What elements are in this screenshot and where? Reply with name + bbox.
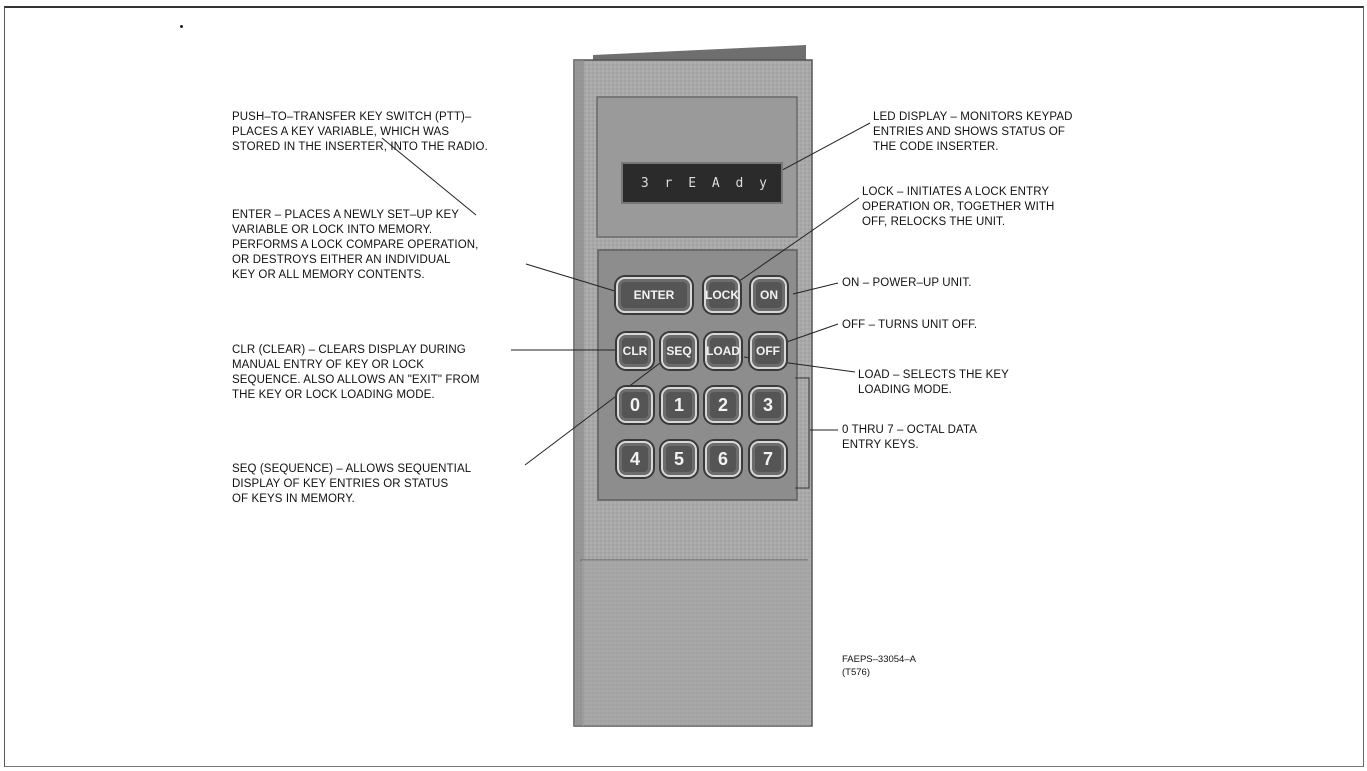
annotation-line: OPERATION OR, TOGETHER WITH	[862, 201, 1055, 213]
figure-id-line: FAEPS–33054–A	[842, 654, 916, 665]
annotation-line: CLR (CLEAR) – CLEARS DISPLAY DURING	[232, 344, 466, 356]
annotation-line: ENTRY KEYS.	[842, 439, 919, 451]
off-key[interactable]: OFF	[750, 333, 786, 369]
annotation-line: KEY OR ALL MEMORY CONTENTS.	[232, 269, 425, 281]
figure-frame	[4, 6, 1364, 767]
annotation-line: LED DISPLAY – MONITORS KEYPAD	[873, 111, 1073, 123]
digit-2-key[interactable]: 2	[705, 387, 741, 423]
figure-id: FAEPS–33054–A (T576)	[842, 653, 916, 679]
clr-key[interactable]: CLR	[617, 333, 653, 369]
speck	[180, 25, 183, 28]
annotation-clr: CLR (CLEAR) – CLEARS DISPLAY DURING MANU…	[232, 343, 480, 403]
annotation-line: LOADING MODE.	[858, 384, 952, 396]
digit-4-key[interactable]: 4	[617, 441, 653, 477]
annotation-line: VARIABLE OR LOCK INTO MEMORY.	[232, 224, 433, 236]
annotation-led: LED DISPLAY – MONITORS KEYPAD ENTRIES AN…	[873, 110, 1073, 155]
annotation-line: SEQ (SEQUENCE) – ALLOWS SEQUENTIAL	[232, 463, 472, 475]
digit-0-key[interactable]: 0	[617, 387, 653, 423]
annotation-enter: ENTER – PLACES A NEWLY SET–UP KEY VARIAB…	[232, 208, 478, 283]
figure-id-line: (T576)	[842, 667, 870, 678]
seq-key[interactable]: SEQ	[661, 333, 697, 369]
annotation-line: SEQUENCE. ALSO ALLOWS AN "EXIT" FROM	[232, 374, 480, 386]
annotation-seq: SEQ (SEQUENCE) – ALLOWS SEQUENTIAL DISPL…	[232, 462, 471, 507]
battery-section	[582, 560, 810, 726]
annotation-line: PUSH–TO–TRANSFER KEY SWITCH (PTT)–	[232, 111, 472, 123]
annotation-line: LOCK – INITIATES A LOCK ENTRY	[862, 186, 1050, 198]
led-display-text: 3 r E A d y	[640, 175, 771, 191]
annotation-line: LOAD – SELECTS THE KEY	[858, 369, 1009, 381]
annotation-line: MANUAL ENTRY OF KEY OR LOCK	[232, 359, 425, 371]
enter-key[interactable]: ENTER	[616, 277, 692, 313]
annotation-off: OFF – TURNS UNIT OFF.	[842, 318, 977, 333]
on-key[interactable]: ON	[751, 277, 787, 313]
annotation-line: THE KEY OR LOCK LOADING MODE.	[232, 389, 435, 401]
digit-1-key[interactable]: 1	[661, 387, 697, 423]
annotation-line: THE CODE INSERTER.	[873, 141, 999, 153]
annotation-line: 0 THRU 7 – OCTAL DATA	[842, 424, 978, 436]
annotation-line: STORED IN THE INSERTER, INTO THE RADIO.	[232, 141, 488, 153]
annotation-line: OFF – TURNS UNIT OFF.	[842, 319, 978, 331]
digit-3-key[interactable]: 3	[750, 387, 786, 423]
load-key[interactable]: LOAD	[705, 333, 741, 369]
digit-7-key[interactable]: 7	[750, 441, 786, 477]
digit-5-key[interactable]: 5	[661, 441, 697, 477]
annotation-load: LOAD – SELECTS THE KEY LOADING MODE.	[858, 368, 1009, 398]
annotation-digits: 0 THRU 7 – OCTAL DATA ENTRY KEYS.	[842, 423, 977, 453]
lock-key[interactable]: LOCK	[704, 277, 740, 313]
annotation-line: ON – POWER–UP UNIT.	[842, 277, 972, 289]
annotation-on: ON – POWER–UP UNIT.	[842, 276, 972, 291]
digit-6-key[interactable]: 6	[705, 441, 741, 477]
annotation-line: DISPLAY OF KEY ENTRIES OR STATUS	[232, 478, 449, 490]
annotation-line: PERFORMS A LOCK COMPARE OPERATION,	[232, 239, 479, 251]
annotation-lock: LOCK – INITIATES A LOCK ENTRY OPERATION …	[862, 185, 1054, 230]
annotation-line: PLACES A KEY VARIABLE, WHICH WAS	[232, 126, 450, 138]
annotation-line: ENTER – PLACES A NEWLY SET–UP KEY	[232, 209, 459, 221]
annotation-line: OF KEYS IN MEMORY.	[232, 493, 355, 505]
annotation-line: OFF, RELOCKS THE UNIT.	[862, 216, 1006, 228]
annotation-line: ENTRIES AND SHOWS STATUS OF	[873, 126, 1066, 138]
annotation-ptt: PUSH–TO–TRANSFER KEY SWITCH (PTT)– PLACE…	[232, 110, 488, 155]
annotation-line: OR DESTROYS EITHER AN INDIVIDUAL	[232, 254, 451, 266]
led-display: 3 r E A d y	[621, 162, 783, 204]
